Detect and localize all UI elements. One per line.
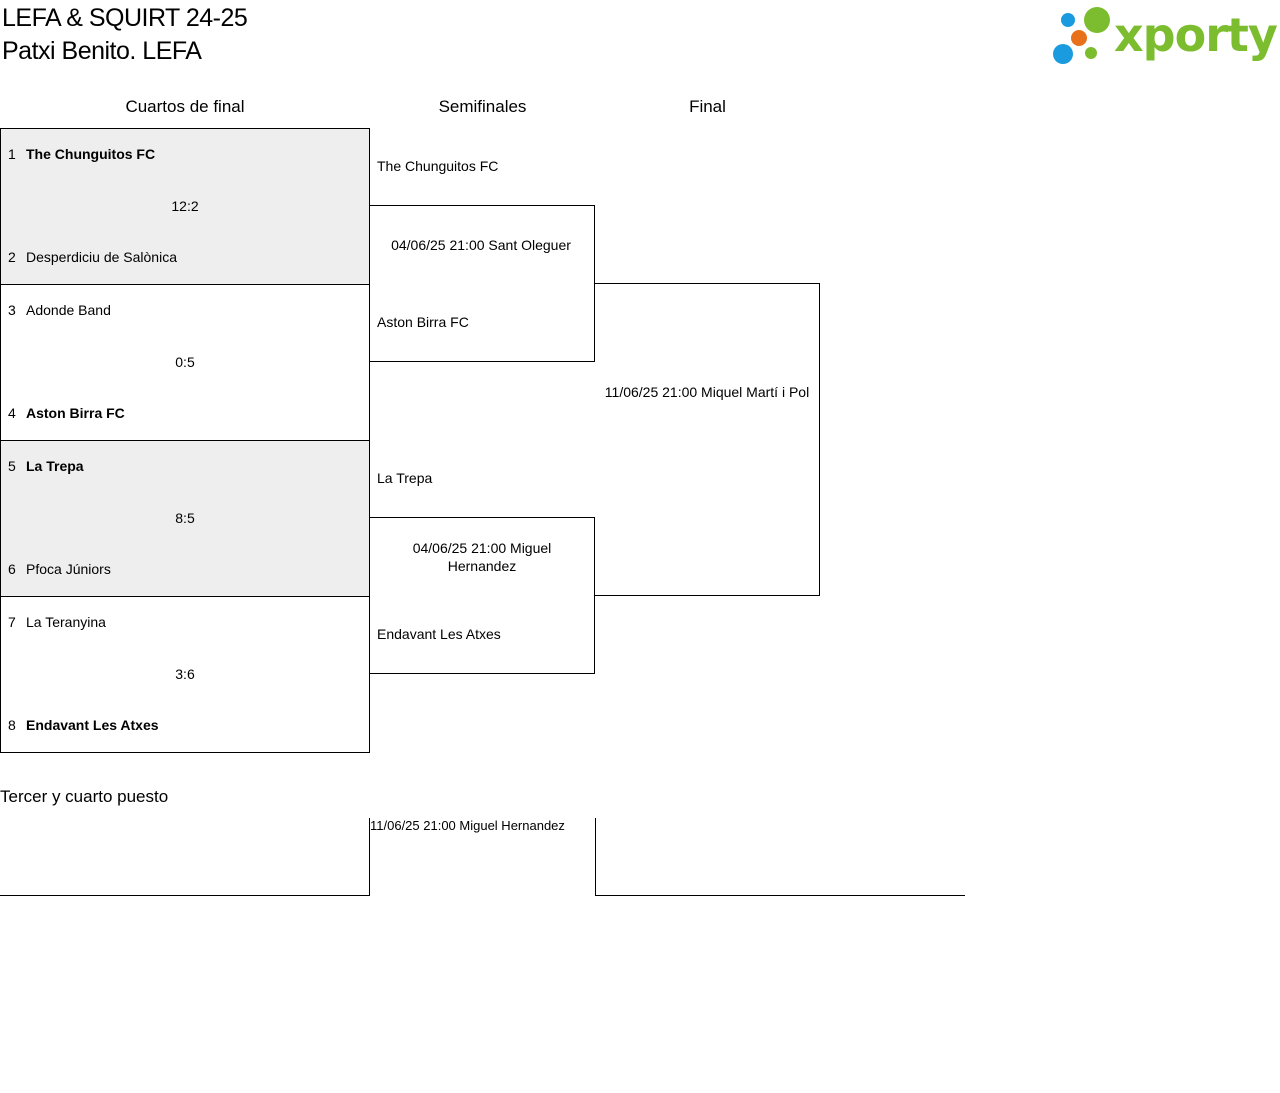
- sf2-home-team: La Trepa: [377, 470, 433, 486]
- third-place-match-info[interactable]: 11/06/25 21:00 Miguel Hernandez: [370, 818, 565, 833]
- logo-dots-icon: [1053, 7, 1110, 64]
- sf1-connector-bottom: [370, 361, 595, 362]
- team-name: La Trepa: [26, 458, 84, 474]
- round-heading-semifinals: Semifinales: [438, 97, 527, 116]
- seed-number: 6: [8, 561, 16, 577]
- seed-number: 4: [8, 405, 16, 421]
- team-name: La Teranyina: [26, 614, 106, 630]
- sf2-connector-top: [370, 517, 595, 518]
- seed-number: 2: [8, 249, 16, 265]
- page-title: LEFA & SQUIRT 24-25: [2, 4, 248, 32]
- qf1-home-team: 1 The Chunguitos FC: [8, 145, 155, 163]
- seed-number: 5: [8, 458, 16, 474]
- final-connector-top: [595, 283, 820, 284]
- third-place-divider-right: [595, 818, 596, 896]
- third-place-divider-left: [369, 818, 370, 896]
- qf4-away-team: 8 Endavant Les Atxes: [8, 716, 159, 734]
- final-connector-right: [819, 283, 820, 596]
- quarterfinal-match-3[interactable]: 5 La Trepa 8:5 6 Pfoca Júniors: [0, 440, 370, 597]
- third-place-heading: Tercer y cuarto puesto: [0, 787, 169, 806]
- quarterfinal-match-2[interactable]: 3 Adonde Band 0:5 4 Aston Birra FC: [0, 284, 370, 441]
- final-match-info[interactable]: 11/06/25 21:00 Miquel Martí i Pol: [604, 384, 810, 400]
- qf2-home-team: 3 Adonde Band: [8, 301, 111, 319]
- quarterfinal-match-1[interactable]: 1 The Chunguitos FC 12:2 2 Desperdiciu de …: [0, 128, 370, 285]
- sf1-connector-top: [370, 205, 595, 206]
- seed-number: 1: [8, 146, 16, 162]
- qf3-away-team: 6 Pfoca Júniors: [8, 560, 111, 578]
- qf4-home-team: 7 La Teranyina: [8, 613, 106, 631]
- sf1-home-team: The Chunguitos FC: [377, 158, 499, 174]
- qf3-score: 8:5: [175, 510, 195, 526]
- third-place-line-right: [595, 895, 965, 896]
- third-place-line-left: [0, 895, 370, 896]
- qf1-score: 12:2: [171, 198, 199, 214]
- sf2-away-team: Endavant Les Atxes: [377, 626, 501, 642]
- qf4-score: 3:6: [175, 666, 195, 682]
- qf1-away-team: 2 Desperdiciu de Salònica: [8, 248, 177, 266]
- xporty-logo: xporty: [1050, 4, 1278, 66]
- logo-text: xporty: [1114, 8, 1278, 62]
- round-heading-final: Final: [689, 97, 726, 116]
- sf1-away-team: Aston Birra FC: [377, 314, 469, 330]
- team-name: The Chunguitos FC: [26, 146, 156, 162]
- sf2-connector-bottom: [370, 673, 595, 674]
- qf2-score: 0:5: [175, 354, 195, 370]
- team-name: Desperdiciu de Salònica: [26, 249, 177, 265]
- team-name: Adonde Band: [26, 302, 111, 318]
- team-name: Endavant Les Atxes: [26, 717, 159, 733]
- sf1-connector-right: [594, 205, 595, 362]
- final-connector-bottom: [595, 595, 820, 596]
- qf3-home-team: 5 La Trepa: [8, 457, 84, 475]
- page-subtitle: Patxi Benito. LEFA: [2, 37, 202, 65]
- sf2-match-info[interactable]: 04/06/25 21:00 Miguel Hernandez: [412, 540, 552, 574]
- seed-number: 8: [8, 717, 16, 733]
- team-name: Pfoca Júniors: [26, 561, 111, 577]
- seed-number: 7: [8, 614, 16, 630]
- quarterfinal-match-4[interactable]: 7 La Teranyina 3:6 8 Endavant Les Atxes: [0, 596, 370, 753]
- sf1-match-info[interactable]: 04/06/25 21:00 Sant Oleguer: [391, 237, 571, 253]
- seed-number: 3: [8, 302, 16, 318]
- qf2-away-team: 4 Aston Birra FC: [8, 404, 125, 422]
- sf2-connector-right: [594, 517, 595, 674]
- round-heading-quarterfinals: Cuartos de final: [125, 97, 245, 116]
- team-name: Aston Birra FC: [26, 405, 125, 421]
